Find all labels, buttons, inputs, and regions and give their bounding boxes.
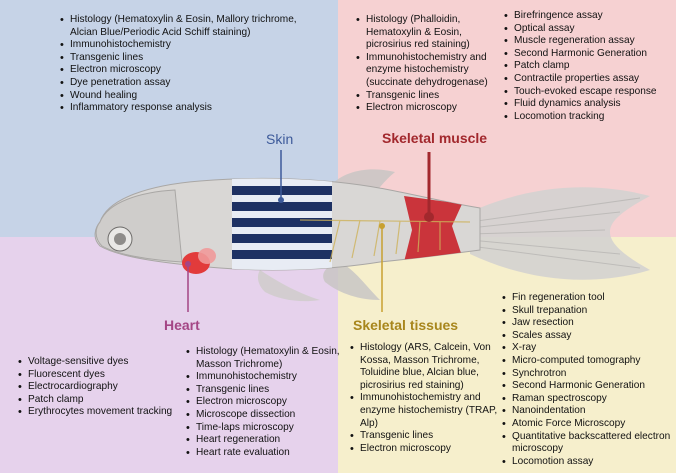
list-item: Histology (ARS, Calcein, Von Kossa, Mass…: [350, 342, 506, 392]
list-item: X-ray: [502, 342, 676, 355]
heart-atrium: [198, 248, 216, 264]
list-item: Synchrotron: [502, 368, 676, 381]
list-item: Patch clamp: [18, 394, 188, 407]
list-item: Touch-evoked escape response: [504, 86, 676, 99]
list-item: Second Harmonic Generation: [504, 48, 676, 61]
list-item: Transgenic lines: [60, 52, 314, 65]
list-item: Immunohistochemistry: [186, 371, 346, 384]
list-item: Electron microscopy: [186, 396, 346, 409]
list-item: Heart rate evaluation: [186, 447, 346, 460]
list-item: Second Harmonic Generation: [502, 380, 676, 393]
list-item: Histology (Phalloidin, Hematoxylin & Eos…: [356, 14, 506, 52]
list-item: Scales assay: [502, 330, 676, 343]
list-item: Fluid dynamics analysis: [504, 98, 676, 111]
fish-head: [95, 189, 183, 263]
list-item: Electron microscopy: [356, 102, 506, 115]
list-item: Immunohistochemistry and enzyme histoche…: [350, 392, 506, 430]
list-item: Microscope dissection: [186, 409, 346, 422]
pelvic-fin: [257, 270, 320, 302]
list-item: Inflammatory response analysis: [60, 102, 314, 115]
list-item: Voltage-sensitive dyes: [18, 356, 188, 369]
list-item: Transgenic lines: [186, 384, 346, 397]
list-item: Electron microscopy: [350, 443, 506, 456]
list-item: Fluorescent dyes: [18, 369, 188, 382]
list-item: Contractile properties assay: [504, 73, 676, 86]
list-item: Optical assay: [504, 23, 676, 36]
list-item: Immunohistochemistry and enzyme histoche…: [356, 52, 506, 90]
list-item: Fin regeneration tool: [502, 292, 676, 305]
list-item: Histology (Hematoxylin & Eosin, Mallory …: [60, 14, 314, 39]
skeleton-ribs: [299, 219, 471, 263]
skeletal-tissues-methods-list-left: Histology (ARS, Calcein, Von Kossa, Mass…: [346, 342, 506, 455]
skeletal-muscle-methods-list-left: Histology (Phalloidin, Hematoxylin & Eos…: [352, 14, 506, 115]
list-item: Immunohistochemistry: [60, 39, 314, 52]
list-item: Nanoindentation: [502, 405, 676, 418]
list-item: Raman spectroscopy: [502, 393, 676, 406]
list-item: Birefringence assay: [504, 10, 676, 23]
skeletal-tissues-title: Skeletal tissues: [353, 317, 459, 333]
list-item: Locomotion assay: [502, 456, 676, 469]
list-item: Atomic Force Microscopy: [502, 418, 676, 431]
list-item: Electrocardiography: [18, 381, 188, 394]
heart-title: Heart: [164, 317, 200, 333]
caudal-fin-rays: [469, 197, 641, 269]
list-item: Muscle regeneration assay: [504, 35, 676, 48]
list-item: Electron microscopy: [60, 64, 314, 77]
list-item: Patch clamp: [504, 60, 676, 73]
skin-stripes: [232, 186, 332, 259]
list-item: Skull trepanation: [502, 305, 676, 318]
list-item: Heart regeneration: [186, 434, 346, 447]
list-item: Jaw resection: [502, 317, 676, 330]
list-item: Locomotion tracking: [504, 111, 676, 124]
list-item: Histology (Hematoxylin & Eosin, Masson T…: [186, 346, 346, 371]
heart-methods-list-right: Histology (Hematoxylin & Eosin, Masson T…: [182, 346, 346, 459]
skeletal-muscle-methods-list-right: Birefringence assay Optical assay Muscle…: [500, 10, 676, 123]
anal-fin: [323, 262, 380, 300]
skeletal-muscle-title: Skeletal muscle: [382, 130, 488, 146]
heart-methods-list-left: Voltage-sensitive dyes Fluorescent dyes …: [14, 356, 188, 419]
fish-pupil: [114, 233, 126, 245]
skin-methods-list: Histology (Hematoxylin & Eosin, Mallory …: [56, 14, 314, 115]
list-item: Transgenic lines: [356, 90, 506, 103]
list-item: Erythrocytes movement tracking: [18, 406, 188, 419]
list-item: Micro-computed tomography: [502, 355, 676, 368]
list-item: Transgenic lines: [350, 430, 506, 443]
list-item: Dye penetration assay: [60, 77, 314, 90]
caudal-fin: [470, 187, 650, 280]
list-item: Quantitative backscattered electron micr…: [502, 431, 676, 456]
skin-title: Skin: [266, 131, 294, 147]
skeletal-tissues-methods-list-right: Fin regeneration tool Skull trepanation …: [498, 292, 676, 468]
list-item: Wound healing: [60, 90, 314, 103]
leader-lines: [185, 150, 434, 312]
list-item: Time-laps microscopy: [186, 422, 346, 435]
